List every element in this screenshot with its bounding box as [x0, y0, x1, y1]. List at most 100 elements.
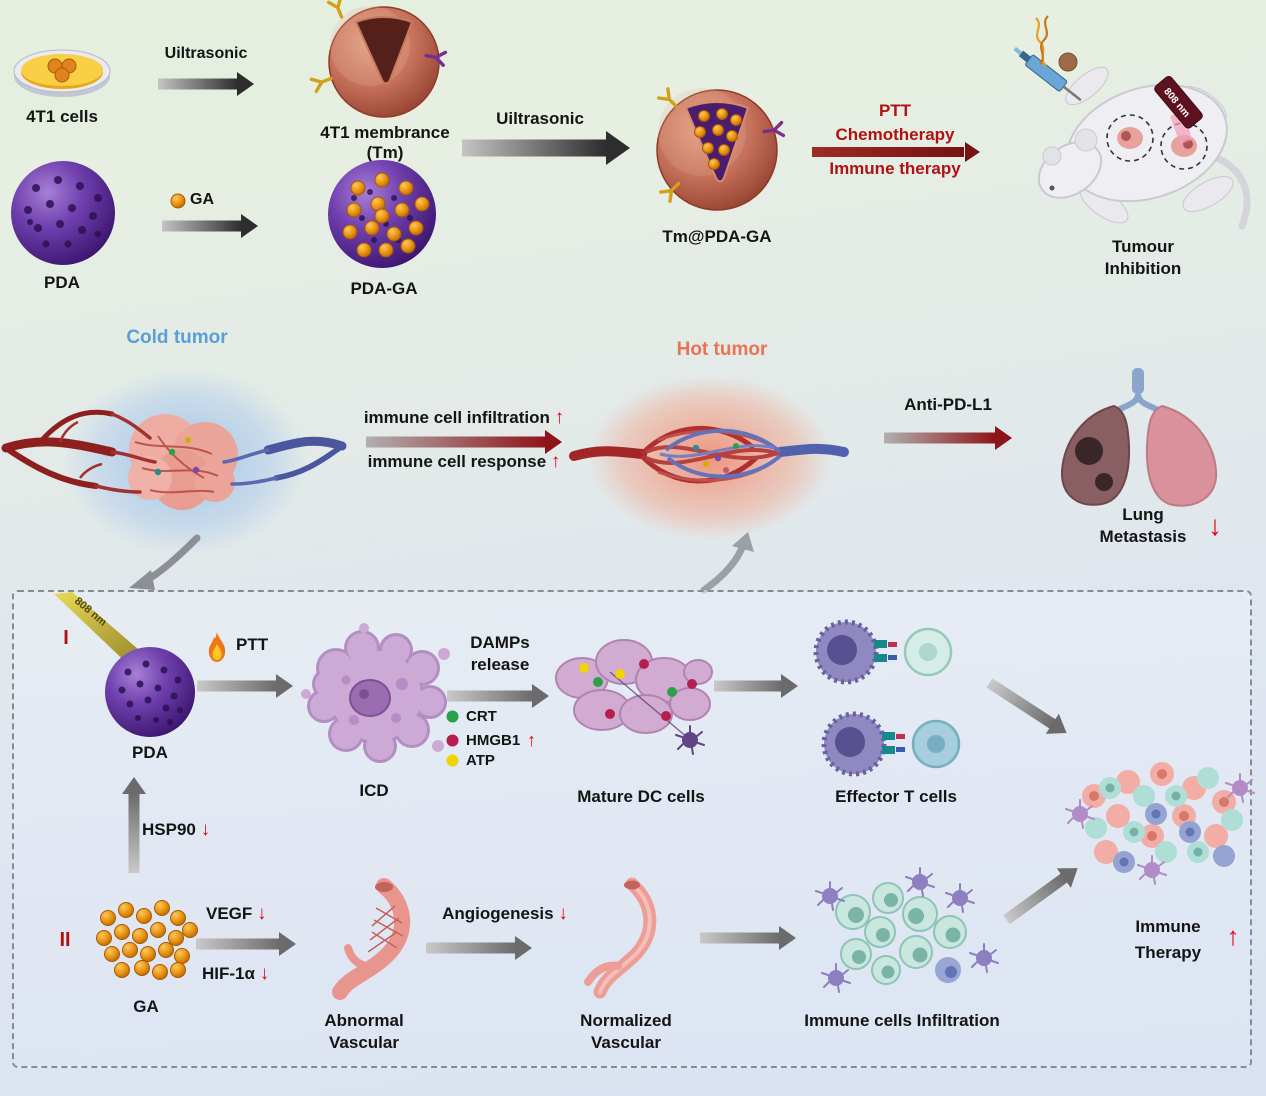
hif-down-arrow: ↓ — [259, 963, 270, 984]
product-label: Tm@PDA-GA — [662, 227, 772, 246]
ga-arrow — [162, 210, 258, 242]
immune-cells-cluster-icon — [815, 867, 999, 993]
immune-therapy-label-1: Immune — [1135, 917, 1201, 936]
tm-pda-ga-icon — [656, 87, 786, 211]
lungs-illustration — [1060, 368, 1218, 507]
cold-to-panel-curved-arrow — [129, 534, 201, 590]
normalized-vascular-icon — [584, 877, 657, 999]
therapy-chemo-label: Chemotherapy — [835, 125, 955, 144]
crt-dot — [446, 710, 459, 723]
cold-tumor-label: Cold tumor — [126, 327, 228, 348]
flame-icon — [208, 632, 226, 662]
metastasis-lesion-2 — [1095, 473, 1113, 491]
normalized-label-1: Normalized — [580, 1011, 672, 1030]
mouse-tail — [1213, 154, 1251, 230]
effector-t-cells-icon — [813, 619, 961, 777]
panel-ptt-label: PTT — [236, 635, 269, 654]
outcome-label-2: Inhibition — [1104, 259, 1182, 278]
ga-cluster-icon — [96, 900, 198, 980]
normalized-label-2: Vascular — [591, 1033, 661, 1052]
anti-pdl1-arrow — [884, 424, 1012, 452]
cells-label: 4T1 cells — [26, 107, 98, 126]
cold-to-hot-arrow — [366, 428, 562, 456]
infiltration-label: immune cell infiltration — [363, 408, 550, 427]
vegf-down-arrow: ↓ — [257, 903, 267, 924]
abnormal-vascular-icon — [332, 878, 410, 1000]
syringe-icon — [1013, 46, 1082, 102]
panel-to-hot-curved-arrow — [700, 532, 754, 594]
angio-text: Angiogenesis ↓ — [430, 902, 580, 926]
pda-ga-sphere-icon — [328, 160, 436, 268]
ultrasonic2-arrow — [462, 126, 630, 170]
row1-numeral: I — [63, 627, 69, 649]
pda-small-sphere-icon — [105, 647, 195, 737]
immune-therapy-up-arrow: ↑ — [1226, 921, 1240, 951]
mature-dc-cells-icon — [555, 639, 713, 755]
pda-label: PDA — [44, 273, 80, 292]
hmgb1-label: HMGB1 — [466, 732, 521, 749]
atp-dot — [446, 754, 459, 767]
response-up-arrow: ↑ — [550, 451, 561, 472]
abnormal-label-2: Vascular — [329, 1033, 399, 1052]
crt-label: CRT — [466, 708, 497, 725]
therapy-immune-label: Immune therapy — [829, 159, 961, 178]
hot-tumor-label: Hot tumor — [676, 339, 768, 360]
metastasis-lesion-1 — [1075, 437, 1103, 465]
hmgb1-dot — [446, 734, 459, 747]
mouse-illustration: 808 nm — [1013, 15, 1251, 230]
therapy-arrow — [812, 141, 980, 163]
nanoparticle-icon — [1058, 52, 1078, 72]
vegf-text: VEGF ↓ — [206, 902, 316, 926]
petri-dish-icon — [13, 49, 111, 97]
ultrasonic1-label: Uiltrasonic — [164, 45, 248, 62]
dc-to-tcell-arrow — [714, 670, 798, 702]
cold-tumor-illustration — [1, 368, 347, 556]
pda-sphere-icon — [11, 161, 115, 265]
damps-arrow — [447, 680, 549, 712]
abnormal-label-1: Abnormal — [324, 1011, 404, 1030]
vegf-arrow — [196, 928, 296, 960]
response-label: immune cell response — [367, 452, 547, 471]
ultrasonic1-arrow — [158, 68, 254, 100]
membrane-label: 4T1 membrance — [320, 123, 450, 142]
laser-beam-icon: 808 nm — [54, 592, 146, 668]
panel-ga-label: GA — [133, 997, 159, 1016]
membrane-vesicle-icon — [309, 0, 448, 118]
mature-dc-label: Mature DC cells — [577, 787, 705, 806]
therapy-ptt-label: PTT — [878, 101, 912, 120]
t-cell-unit-2 — [821, 711, 961, 777]
icd-label: ICD — [359, 781, 389, 800]
mechanism-panel: I 808 nm PDA PTT — [12, 590, 1255, 1068]
damps-label-1: DAMPs — [470, 633, 530, 652]
anti-pdl1-label: Anti-PD-L1 — [904, 395, 992, 414]
immune-to-cluster-arrow — [997, 855, 1087, 933]
atp-label: ATP — [466, 752, 495, 769]
laser-beam — [1170, 110, 1192, 144]
immune-infiltration-label: Immune cells Infiltration — [804, 1011, 1000, 1030]
legend-hmgb1: HMGB1 ↑ — [446, 730, 536, 751]
lung-label-2: Metastasis — [1099, 527, 1187, 546]
hot-tumor-illustration — [569, 376, 849, 540]
icd-cell-icon — [301, 623, 450, 763]
hif-text: HIF-1α ↓ — [202, 962, 312, 986]
tumor-circle-1 — [1106, 114, 1154, 162]
hmgb1-up-arrow: ↑ — [527, 730, 537, 750]
vascular-to-immune-arrow — [700, 922, 796, 954]
angio-arrow — [426, 932, 532, 964]
row2-numeral: II — [59, 929, 71, 951]
lung-label-1: Lung — [1122, 505, 1164, 524]
lung-down-arrow: ↓ — [1208, 510, 1222, 541]
membrane-sublabel: (Tm) — [366, 143, 404, 162]
ga-dot-icon — [170, 193, 186, 209]
damps-label-2: release — [470, 655, 530, 674]
vegf-label: VEGF — [206, 904, 253, 923]
tumor-circle-2 — [1160, 122, 1208, 170]
t-cell-unit-1 — [813, 619, 953, 685]
panel-pda-label: PDA — [132, 743, 168, 762]
legend-crt: CRT — [446, 708, 497, 725]
ptt-arrow — [197, 670, 293, 702]
infiltration-up-arrow: ↑ — [554, 407, 565, 428]
angio-label: Angiogenesis — [442, 904, 554, 923]
response-text: immune cell response ↑ — [350, 450, 578, 474]
